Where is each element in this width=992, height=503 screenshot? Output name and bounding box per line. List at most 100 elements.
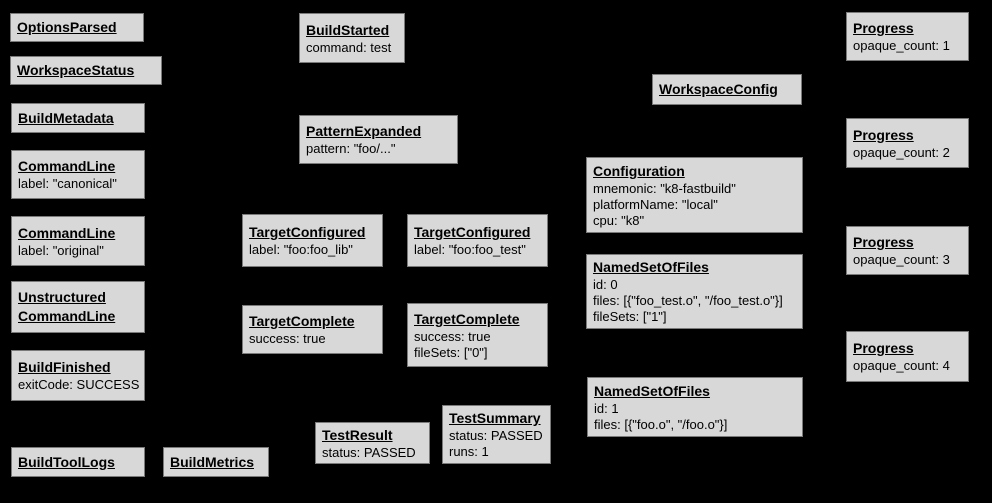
node-field: label: "original" (18, 242, 104, 258)
node-progress-3: Progress opaque_count: 3 (846, 226, 969, 275)
node-title: Progress (853, 19, 962, 38)
node-title: TargetComplete (414, 310, 541, 329)
node-title: BuildMetrics (170, 453, 262, 472)
node-title-line: TargetConfigured (414, 224, 531, 240)
node-title-line: BuildFinished (18, 359, 111, 375)
node-title: TestSummary (449, 409, 544, 428)
node-field: opaque_count: 4 (853, 358, 950, 373)
node-options-parsed: OptionsParsed (10, 13, 144, 42)
node-title: Progress (853, 126, 962, 145)
node-title-line: BuildMetadata (18, 109, 114, 126)
node-field: files: [{"foo_test.o", "/foo_test.o"}] (593, 293, 783, 308)
node-title-line: WorkspaceConfig (659, 81, 778, 97)
node-progress-1: Progress opaque_count: 1 (846, 12, 969, 61)
node-title-line: Progress (853, 126, 914, 143)
node-title: PatternExpanded (306, 122, 451, 141)
node-progress-4: Progress opaque_count: 4 (846, 331, 969, 382)
node-title: CommandLine (18, 224, 138, 243)
node-workspace-status: WorkspaceStatus (10, 56, 162, 85)
node-field: opaque_count: 3 (853, 252, 950, 267)
node-title: Configuration (593, 162, 796, 181)
node-title-line: TestSummary (449, 410, 541, 426)
node-title: NamedSetOfFiles (594, 382, 796, 401)
node-title: CommandLine (18, 157, 138, 176)
node-field: opaque_count: 2 (853, 144, 950, 160)
node-field: mnemonic: "k8-fastbuild" (593, 180, 736, 196)
node-field: fileSets: ["1"] (593, 309, 667, 324)
node-build-metrics: BuildMetrics (163, 447, 269, 477)
node-title-line: PatternExpanded (306, 123, 422, 139)
node-title-line: BuildMetrics (170, 453, 255, 470)
node-field: label: "foo:foo_test" (414, 242, 526, 257)
node-title-line: Unstructured (18, 289, 106, 305)
node-title: OptionsParsed (17, 18, 137, 37)
node-field: status: PASSED (449, 428, 543, 443)
node-field: cpu: "k8" (593, 212, 645, 228)
node-title-line: Progress (853, 20, 914, 36)
node-field: id: 1 (594, 400, 619, 416)
node-build-tool-logs: BuildToolLogs (11, 447, 145, 477)
node-title-line: Configuration (593, 162, 685, 179)
node-title: BuildMetadata (18, 109, 138, 128)
node-title-line: Progress (853, 234, 914, 250)
node-title-line: OptionsParsed (17, 19, 117, 35)
node-build-finished: BuildFinished exitCode: SUCCESS (11, 350, 145, 401)
node-title-line: TargetComplete (414, 310, 520, 327)
node-command-line-canonical: CommandLine label: "canonical" (11, 150, 145, 199)
node-title-line: NamedSetOfFiles (594, 382, 710, 399)
node-title: Progress (853, 233, 962, 252)
node-title-line: TestResult (322, 426, 393, 443)
node-field: command: test (306, 39, 392, 55)
node-field: status: PASSED (322, 444, 416, 460)
node-title: TargetConfigured (249, 223, 376, 242)
node-field: exitCode: SUCCESS (18, 377, 140, 392)
node-title-line: NamedSetOfFiles (593, 259, 709, 275)
node-field: id: 0 (593, 277, 618, 292)
node-title: BuildStarted (306, 21, 398, 40)
node-field: files: [{"foo.o", "/foo.o"}] (594, 416, 728, 432)
node-target-complete-lib: TargetComplete success: true (242, 305, 383, 354)
node-target-configured-test: TargetConfigured label: "foo:foo_test" (407, 214, 548, 267)
node-title: BuildToolLogs (18, 453, 138, 472)
node-title-line: TargetComplete (249, 313, 355, 329)
node-title-line: BuildStarted (306, 21, 390, 38)
node-title: TargetConfigured (414, 223, 541, 242)
node-title-line: WorkspaceStatus (17, 62, 135, 78)
node-title-line: CommandLine (18, 308, 116, 324)
node-title: WorkspaceStatus (17, 61, 155, 80)
node-title: WorkspaceConfig (659, 80, 795, 99)
node-field: platformName: "local" (593, 196, 718, 212)
node-title: NamedSetOfFiles (593, 258, 796, 277)
node-field: label: "canonical" (18, 176, 117, 191)
node-field: pattern: "foo/..." (306, 141, 396, 156)
node-title-line: CommandLine (18, 224, 116, 241)
node-pattern-expanded: PatternExpanded pattern: "foo/..." (299, 115, 458, 164)
node-field: label: "foo:foo_lib" (249, 242, 353, 257)
node-field: success: true (249, 331, 326, 346)
node-field: success: true (414, 328, 491, 344)
node-build-metadata: BuildMetadata (11, 103, 145, 133)
node-title-line: BuildToolLogs (18, 453, 115, 470)
node-field: fileSets: ["0"] (414, 344, 488, 360)
node-title: TestResult (322, 426, 423, 445)
node-field: runs: 1 (449, 444, 489, 459)
node-title-line: CommandLine (18, 158, 116, 174)
node-field: opaque_count: 1 (853, 38, 950, 53)
node-title-line: Progress (853, 340, 914, 356)
node-title: BuildFinished (18, 358, 138, 377)
node-workspace-config: WorkspaceConfig (652, 74, 802, 105)
node-title: TargetComplete (249, 312, 376, 331)
